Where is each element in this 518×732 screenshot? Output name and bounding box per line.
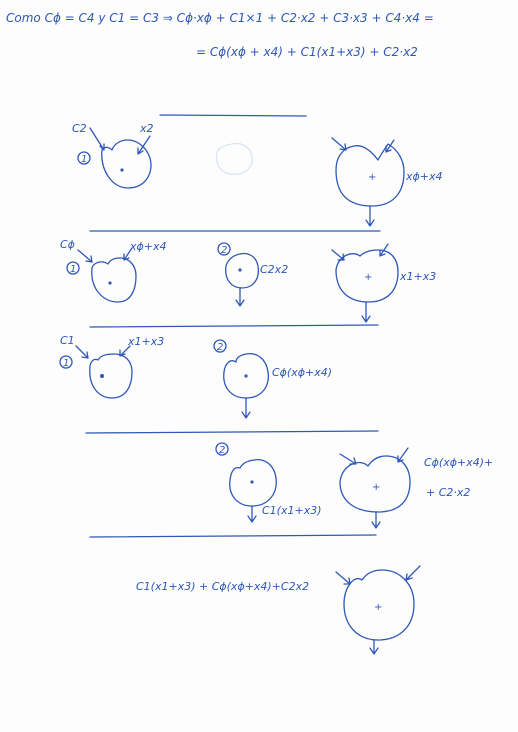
arrow-out: [369, 639, 379, 655]
arrow-out: [365, 205, 375, 227]
arrow-in: [137, 135, 151, 155]
arrow-in: [405, 565, 421, 581]
node-plus: +: [372, 482, 380, 493]
node-center-dot: [108, 281, 112, 285]
label-c2x2: C2x2: [260, 263, 288, 276]
node-center-dot: [238, 268, 242, 272]
node-circle: [91, 257, 137, 303]
arrow-out: [235, 287, 245, 307]
node-number: 2: [219, 445, 225, 456]
label-c-phi-sum: Cϕ(xϕ+x4): [272, 366, 332, 379]
node-plus: +: [364, 272, 372, 283]
node-circle: [225, 252, 260, 289]
label-c1: C1: [60, 334, 75, 347]
node-circle: [343, 569, 415, 641]
label-sum: xϕ+x4: [405, 170, 443, 183]
node-circle: [335, 143, 405, 207]
arrow-in: [379, 243, 389, 257]
label-x-sum: x1+x3: [127, 335, 164, 348]
node-number: 1: [81, 154, 87, 165]
label-c1-sum: C1(x1+x3): [262, 504, 322, 517]
node-circle: [229, 458, 277, 507]
arrow-in: [331, 137, 347, 151]
arrow-out: [247, 505, 257, 523]
separator-line: [89, 324, 379, 328]
node-number-circle: [77, 151, 91, 165]
arrow-out: [371, 511, 381, 529]
arrow-in: [397, 447, 409, 463]
node-circle: [89, 353, 133, 399]
node-number-circle: [215, 442, 229, 456]
label-x-sum: xϕ+x4: [129, 240, 167, 253]
node-number: 1: [63, 358, 69, 369]
arrow-in: [89, 127, 105, 151]
label-c-phi-sum: Cϕ(xϕ+x4)+: [424, 456, 493, 469]
header-line-1: Como Cϕ = C4 y C1 = C3 ⇒ Cϕ·xϕ + C1×1 + …: [6, 11, 434, 25]
label-total: C1(x1+x3) + Cϕ(xϕ+x4)+C2x2: [136, 580, 309, 593]
node-center-dot: [100, 374, 104, 378]
arrow-in: [75, 345, 89, 359]
node-number-circle: [59, 355, 73, 369]
arrow-in: [119, 345, 131, 357]
node-plus: +: [368, 172, 376, 183]
arrow-in: [331, 249, 345, 261]
node-number-circle: [66, 261, 80, 275]
arrow-in: [385, 139, 395, 153]
arrow-in: [123, 247, 133, 261]
node-number-circle: [217, 242, 231, 256]
header-line-2: = Cϕ(xϕ + x4) + C1(x1+x3) + C2·x2: [196, 45, 418, 59]
separator-line: [159, 114, 307, 117]
node-center-dot: [244, 374, 248, 378]
node-number: 1: [70, 264, 76, 275]
label-sum: x1+x3: [399, 270, 436, 283]
node-number: 2: [221, 245, 227, 256]
node-center-dot: [120, 168, 124, 172]
label-c2x2: + C2·x2: [426, 486, 470, 499]
label-x2: x2: [139, 122, 154, 135]
arrow-in: [339, 453, 357, 465]
label-c-phi: Cϕ: [60, 238, 75, 251]
label-c2: C2: [72, 122, 87, 135]
separator-line: [85, 430, 379, 434]
node-circle: [223, 352, 269, 399]
arrow-out: [241, 397, 251, 419]
node-circle: [101, 139, 152, 189]
node-center-dot: [250, 480, 254, 484]
node-circle: [335, 249, 399, 303]
faint-circle: [215, 142, 253, 175]
node-plus: +: [374, 602, 382, 613]
arrow-in: [77, 249, 93, 263]
node-number-circle: [213, 339, 227, 353]
separator-line: [89, 534, 377, 538]
arrow-out: [361, 301, 371, 323]
arrow-in: [335, 571, 351, 585]
node-circle: [339, 455, 411, 513]
node-number: 2: [217, 342, 223, 353]
